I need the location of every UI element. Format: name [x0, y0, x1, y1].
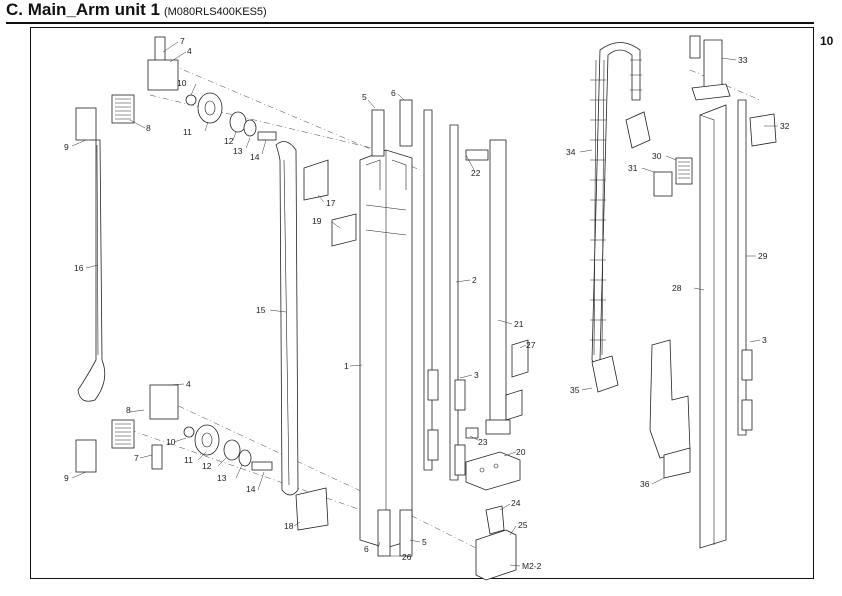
- right-assembly: [591, 35, 777, 549]
- callout-8: 8: [146, 123, 151, 133]
- callout-6: 6: [391, 88, 396, 98]
- callout-5-lower: 5: [422, 537, 427, 547]
- callout-11-lower: 11: [184, 455, 193, 465]
- callout-29: 29: [758, 251, 768, 261]
- callout-4: 4: [187, 46, 192, 56]
- callout-7-lower: 7: [134, 453, 139, 463]
- callout-14: 14: [250, 152, 260, 162]
- callout-8-lower: 8: [126, 405, 131, 415]
- cable-chain: [590, 42, 642, 366]
- guide-rails: [423, 109, 466, 481]
- callout-35: 35: [570, 385, 580, 395]
- callout-13: 13: [233, 146, 243, 156]
- callout-19: 19: [312, 216, 322, 226]
- callout-14-lower: 14: [246, 484, 256, 494]
- assembly-axes: [129, 59, 761, 561]
- callout-3-right: 3: [762, 335, 767, 345]
- leader-lines: [71, 41, 778, 567]
- callout-23: 23: [478, 437, 488, 447]
- callout-12-lower: 12: [202, 461, 212, 471]
- callout-3: 3: [474, 370, 479, 380]
- callout-10: 10: [177, 78, 187, 88]
- callout-2: 2: [472, 275, 477, 285]
- callout-34: 34: [566, 147, 576, 157]
- callout-17: 17: [326, 198, 336, 208]
- belt-16: [77, 139, 106, 402]
- callout-22: 22: [471, 168, 481, 178]
- callout-4-lower: 4: [186, 379, 191, 389]
- model-code: (M080RLS400KES5): [163, 6, 267, 18]
- callout-27: 27: [526, 340, 536, 350]
- callout-25: 25: [518, 520, 528, 530]
- callout-20: 20: [516, 447, 526, 457]
- callout-5: 5: [362, 92, 367, 102]
- cylinder-assembly: [465, 139, 529, 581]
- callout-30: 30: [652, 151, 662, 161]
- callout-6-lower: 6: [364, 544, 369, 554]
- main-column: [359, 99, 413, 557]
- callout-11: 11: [183, 127, 192, 137]
- upper-pulley-assembly: [75, 36, 277, 141]
- callout-12: 12: [224, 136, 234, 146]
- page-title: C. Main_Arm unit 1(M080RLS400KES5): [6, 0, 267, 20]
- callout-21: 21: [514, 319, 524, 329]
- belt-15: [275, 141, 299, 496]
- page-number: 10: [820, 34, 834, 48]
- diagram-frame: [30, 27, 814, 579]
- callout-7: 7: [180, 36, 185, 46]
- callout-36: 36: [640, 479, 650, 489]
- title-text: C. Main_Arm unit 1: [6, 0, 160, 19]
- callout-24: 24: [511, 498, 521, 508]
- callout-31: 31: [628, 163, 638, 173]
- callout-32: 32: [780, 121, 790, 131]
- callout-10-lower: 10: [166, 437, 176, 447]
- callout-9-lower: 9: [64, 473, 69, 483]
- lower-pulley-assembly: [75, 384, 273, 473]
- callout-15: 15: [256, 305, 266, 315]
- callout-26: 26: [402, 552, 412, 562]
- callout-9: 9: [64, 142, 69, 152]
- callout-labels: 7 4 10 8 9 11 12 13 14 5 6 17 19 22 16 1…: [64, 36, 790, 571]
- callout-13-lower: 13: [217, 473, 227, 483]
- page-header: C. Main_Arm unit 1(M080RLS400KES5): [0, 0, 842, 24]
- callout-33: 33: [738, 55, 748, 65]
- callout-18: 18: [284, 521, 294, 531]
- brackets: [295, 159, 357, 531]
- callout-1: 1: [344, 361, 349, 371]
- callout-28: 28: [672, 283, 682, 293]
- callout-16: 16: [74, 263, 84, 273]
- title-rule: [6, 22, 814, 24]
- callout-m2-2: M2-2: [522, 561, 542, 571]
